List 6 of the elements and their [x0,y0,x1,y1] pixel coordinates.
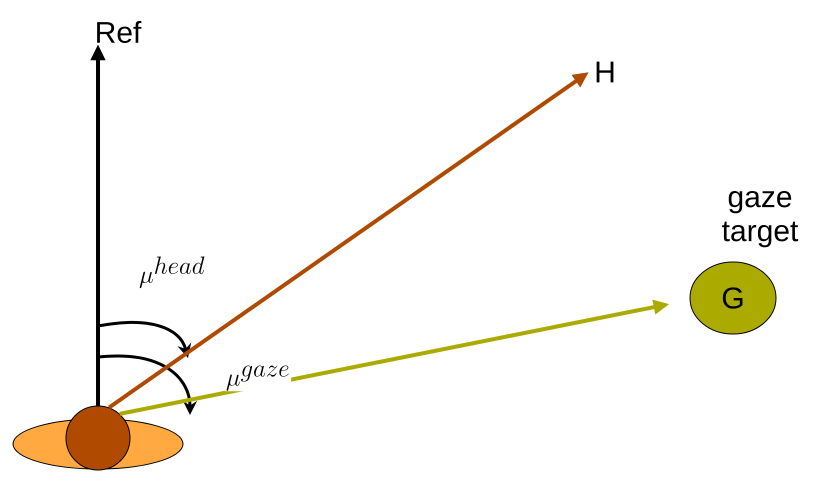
angle-label: $\mu^{head}$ [138,255,206,289]
head-circle [66,406,130,470]
axis-label: H [596,62,614,82]
angle-label: $\mu^{gaze}$ [224,364,292,392]
axis-label: Ref [97,21,142,43]
node-caption: gaze target [722,190,798,248]
